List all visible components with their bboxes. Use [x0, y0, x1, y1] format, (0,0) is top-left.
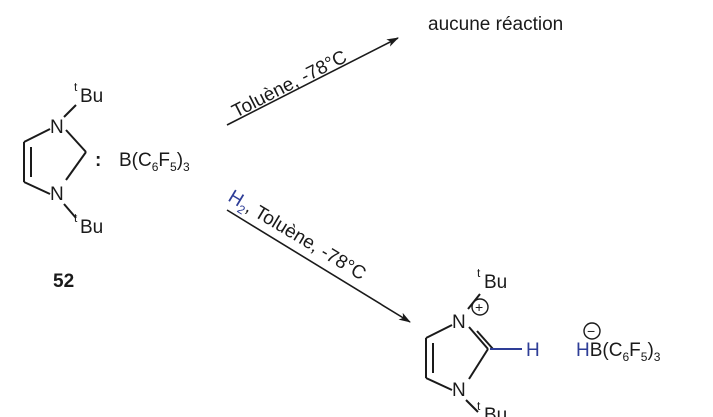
prod-bond-n1-c2: [468, 326, 489, 350]
minus-charge-circle: [583, 322, 601, 340]
bond-n3-tbu: [63, 203, 77, 219]
prod-tbu-top-bu: Bu: [484, 272, 507, 293]
carbene-structure: t Bu N N t Bu: [23, 80, 103, 238]
borohydride-formula: HB(C6F5)3: [576, 340, 661, 364]
arrow-bottom: [226, 209, 411, 323]
prod-bond-n1-c5: [425, 324, 453, 339]
lewis-pair-colon: :: [95, 150, 101, 171]
tbu-bottom-bu: Bu: [80, 217, 103, 238]
prod-bond-c4-n3: [425, 377, 453, 391]
compound-number: 52: [53, 271, 74, 292]
tbu-top-bu: Bu: [80, 86, 103, 107]
tbu-top-t: t: [74, 80, 78, 94]
result-no-reaction: aucune réaction: [428, 14, 563, 35]
bond-n1-c2: [65, 129, 87, 153]
prod-n3-atom: N: [452, 380, 466, 401]
prod-tbu-top-t: t: [477, 266, 481, 280]
borohydride-anion: − HB(C6F5)3: [576, 322, 661, 364]
condition-bottom: H2, Toluène, -78°C: [223, 186, 370, 287]
plus-charge-sign: +: [475, 299, 483, 315]
bond-n1-tbu: [63, 104, 77, 118]
n1-atom: N: [50, 117, 64, 138]
imidazolium-structure: t Bu N + H N t Bu: [425, 266, 540, 417]
plus-charge-circle: [471, 298, 489, 316]
prod-bond-c2-n3: [468, 348, 489, 380]
prod-tbu-bottom-bu: Bu: [484, 405, 507, 417]
bond-n1-c5: [23, 128, 51, 143]
bond-c4-n3: [23, 181, 51, 195]
minus-charge-sign: −: [587, 323, 595, 339]
prod-bond-n3-tbu: [465, 399, 479, 413]
condition-top: Toluène, -78°C: [229, 47, 351, 123]
prod-bond-n1-c2-double: [476, 330, 494, 350]
arrow-top: [226, 37, 399, 126]
prod-h-atom: H: [526, 340, 540, 361]
prod-tbu-bottom-t: t: [477, 399, 481, 413]
n3-atom: N: [50, 184, 64, 205]
tbu-bottom-t: t: [74, 211, 78, 225]
prod-n1-atom: N: [452, 312, 466, 333]
borane-formula: B(C6F5)3: [119, 150, 190, 174]
bond-c2-n3: [65, 151, 87, 181]
